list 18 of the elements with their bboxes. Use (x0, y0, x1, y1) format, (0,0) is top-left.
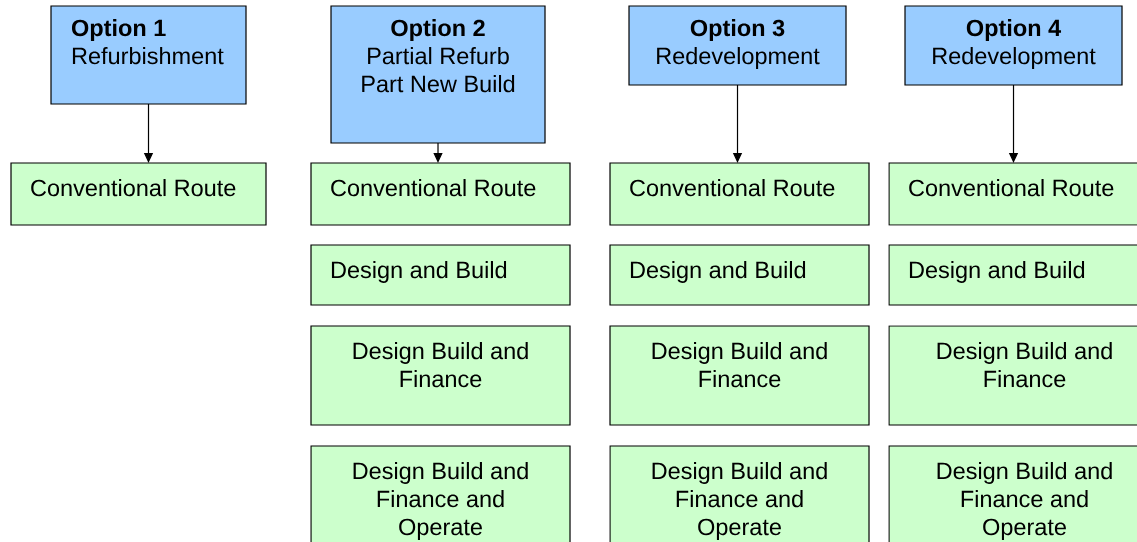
route-box: Design and Build (310, 244, 571, 306)
option-box: Option 3 Redevelopment (628, 5, 847, 86)
route-box: Design Build and Finance (609, 325, 870, 426)
option-box: Option 2 Partial Refurb Part New Build (330, 5, 546, 144)
route-box: Design Build and Finance (888, 325, 1137, 426)
route-box: Design Build and Finance and Operate (609, 445, 870, 542)
route-box: Design and Build (888, 244, 1137, 306)
route-box: Conventional Route (609, 162, 870, 226)
route-box: Design and Build (609, 244, 870, 306)
route-box: Design Build and Finance and Operate (310, 445, 571, 542)
route-box: Design Build and Finance (310, 325, 571, 426)
arrow (433, 142, 443, 163)
route-box: Conventional Route (888, 162, 1137, 226)
route-box: Design Build and Finance and Operate (888, 445, 1137, 542)
route-box: Conventional Route (310, 162, 571, 226)
route-box: Conventional Route (10, 162, 267, 226)
option-box: Option 4 Redevelopment (904, 5, 1123, 86)
option-box: Option 1 Refurbishment (50, 5, 247, 105)
